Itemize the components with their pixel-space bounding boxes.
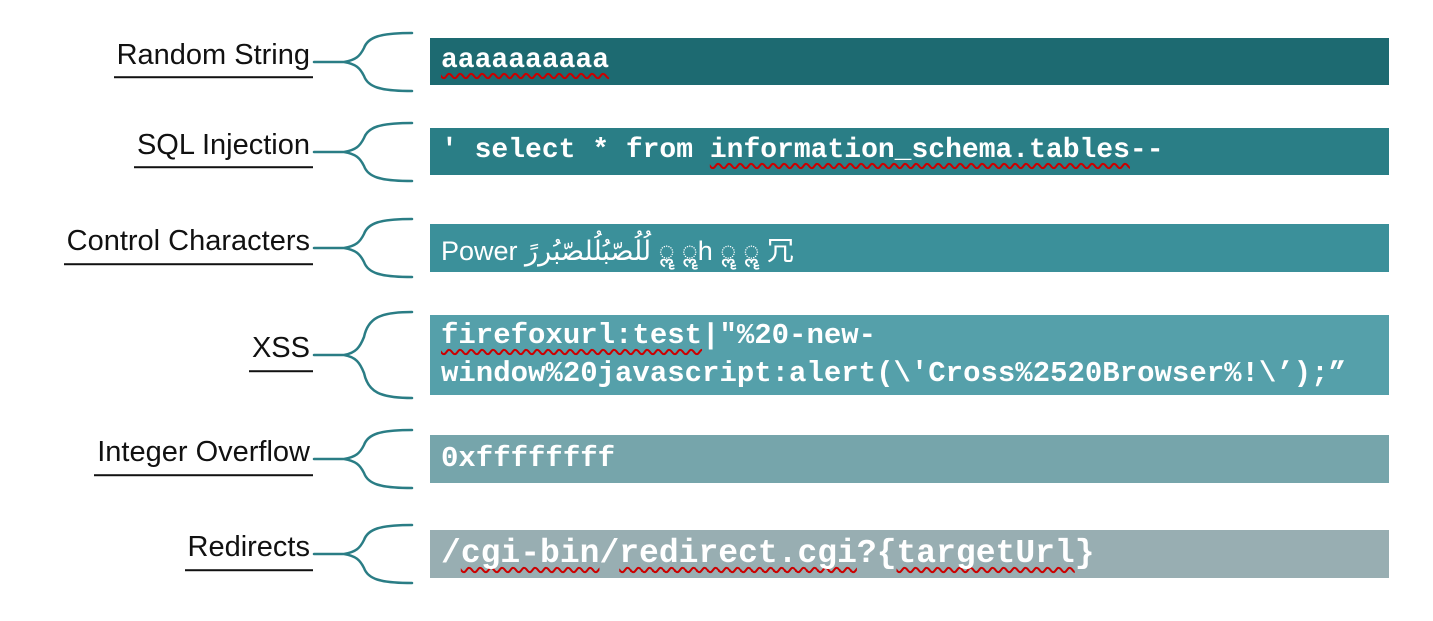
payload-text-segment: / [599, 534, 620, 572]
payload-text: ' select * from information_schema.table… [430, 133, 1170, 169]
payload-text-segment: } [1074, 534, 1095, 572]
brace-icon [312, 310, 414, 400]
payload-text-segment: Power لُلُصّبُلُلصّبُررً ॣ ॣh ॣ ॣ 冗 [441, 235, 794, 266]
payload-text-misspelled-segment: aaaaaaaaaa [441, 45, 610, 77]
brace-icon [312, 121, 414, 182]
row-redirects: Redirects /cgi-bin/redirect.cgi?{targetU… [0, 523, 1433, 585]
row-control-characters: Control Characters Power لُلُصّبُلُلصّبُ… [0, 217, 1433, 279]
payload-text-segment: / [441, 534, 461, 572]
brace-icon [312, 523, 414, 585]
category-label-xss: XSS [248, 332, 313, 373]
row-random-string: Random String aaaaaaaaaa [0, 31, 1433, 92]
category-label-redirects: Redirects [184, 531, 313, 572]
category-label-control-characters: Control Characters [63, 225, 313, 266]
category-label-random-string: Random String [113, 39, 313, 79]
payload-text: 0xffffffff [430, 440, 621, 478]
brace-icon [312, 31, 414, 92]
payload-bar-redirects: /cgi-bin/redirect.cgi?{targetUrl} [430, 530, 1389, 578]
payload-bar-control-characters: Power لُلُصّبُلُلصّبُررً ॣ ॣh ॣ ॣ 冗 [430, 224, 1389, 272]
row-xss: XSS firefoxurl:test|"%20-new-window%20ja… [0, 310, 1433, 400]
payload-bar-random-string: aaaaaaaaaa [430, 38, 1389, 85]
category-label-sql-injection: SQL Injection [133, 129, 313, 169]
payload-text-misspelled-segment: firefoxurl:test [441, 319, 703, 353]
category-label-integer-overflow: Integer Overflow [94, 436, 313, 477]
brace-icon [312, 217, 414, 279]
payload-text-misspelled-segment: information_schema.tables [709, 135, 1130, 167]
payload-text-segment: ?{ [856, 534, 897, 572]
row-sql-injection: SQL Injection ' select * from informatio… [0, 121, 1433, 182]
payload-text-misspelled-segment: cgi-bin [460, 534, 600, 572]
payload-bar-sql-injection: ' select * from information_schema.table… [430, 128, 1389, 175]
payload-text-segment: 0xffffffff [441, 442, 616, 476]
payload-text-misspelled-segment: redirect.cgi [619, 534, 857, 572]
row-integer-overflow: Integer Overflow 0xffffffff [0, 428, 1433, 490]
payload-text-misspelled-segment: targetUrl [896, 534, 1075, 572]
payload-bar-integer-overflow: 0xffffffff [430, 435, 1389, 483]
payload-text-segment: -- [1129, 135, 1164, 167]
payload-text-segment: ' select * from [441, 135, 710, 167]
payload-text: aaaaaaaaaa [430, 43, 615, 79]
payload-text: /cgi-bin/redirect.cgi?{targetUrl} [430, 533, 1101, 576]
payload-text-segment: |"%20-new-window%20javascript:alert(\'Cr… [441, 319, 1346, 390]
brace-icon [312, 428, 414, 490]
payload-text: Power لُلُصّبُلُلصّبُررً ॣ ॣh ॣ ॣ 冗 [430, 229, 800, 268]
payload-text: firefoxurl:test|"%20-new-window%20javasc… [430, 317, 1389, 392]
payload-bar-xss: firefoxurl:test|"%20-new-window%20javasc… [430, 315, 1389, 395]
